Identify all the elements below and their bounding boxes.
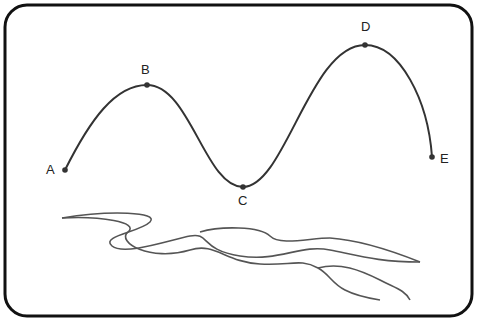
river <box>62 213 420 300</box>
point-label: C <box>238 194 247 207</box>
point-label: E <box>440 152 449 165</box>
point-label: D <box>361 20 370 33</box>
curve-points <box>62 42 435 190</box>
curve <box>65 45 432 187</box>
point-label: A <box>46 163 55 176</box>
point-label: B <box>141 63 150 76</box>
frame <box>5 5 472 316</box>
